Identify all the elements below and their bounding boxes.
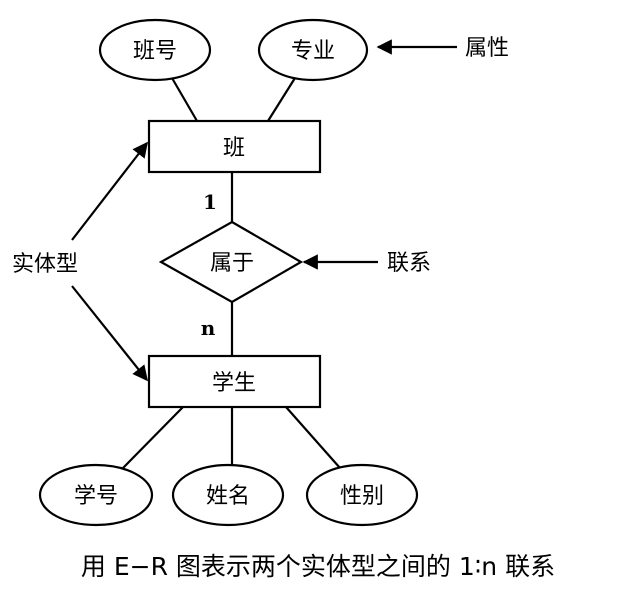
attribute-student-no-label: 学号 <box>74 484 118 509</box>
attribute-student-no <box>38 463 154 527</box>
legend-relationship-label: 联系 <box>387 251 431 276</box>
figure-caption: 用 E−R 图表示两个实体型之间的 1∶n 联系 <box>81 552 555 581</box>
attribute-major <box>257 18 369 82</box>
cardinality-class-side: 1 <box>203 190 217 214</box>
attribute-name-label: 姓名 <box>206 484 250 509</box>
entity-class-label: 班 <box>223 136 245 161</box>
attribute-class-no-label: 班号 <box>133 39 177 64</box>
attribute-gender <box>305 463 419 527</box>
arrow-to-class-entity <box>71 141 148 241</box>
arrow-to-student-entity <box>71 285 148 382</box>
relationship-label: 属于 <box>210 251 254 276</box>
line-class-no-to-class <box>171 77 198 122</box>
entity-class <box>147 119 322 174</box>
attribute-major-label: 专业 <box>291 39 335 64</box>
line-major-to-class <box>267 77 296 122</box>
line-student-to-student-no <box>122 406 184 469</box>
entity-student-label: 学生 <box>212 371 256 396</box>
entity-student <box>147 354 322 409</box>
cardinality-student-side: n <box>201 316 216 340</box>
attribute-name <box>171 463 285 527</box>
relationship-belongs-to <box>158 220 304 304</box>
line-student-to-gender <box>285 406 341 469</box>
legend-entity-type-label: 实体型 <box>12 252 78 277</box>
attribute-class-no <box>98 18 212 82</box>
attribute-gender-label: 性别 <box>340 484 384 509</box>
legend-attribute-label: 属性 <box>465 36 509 61</box>
